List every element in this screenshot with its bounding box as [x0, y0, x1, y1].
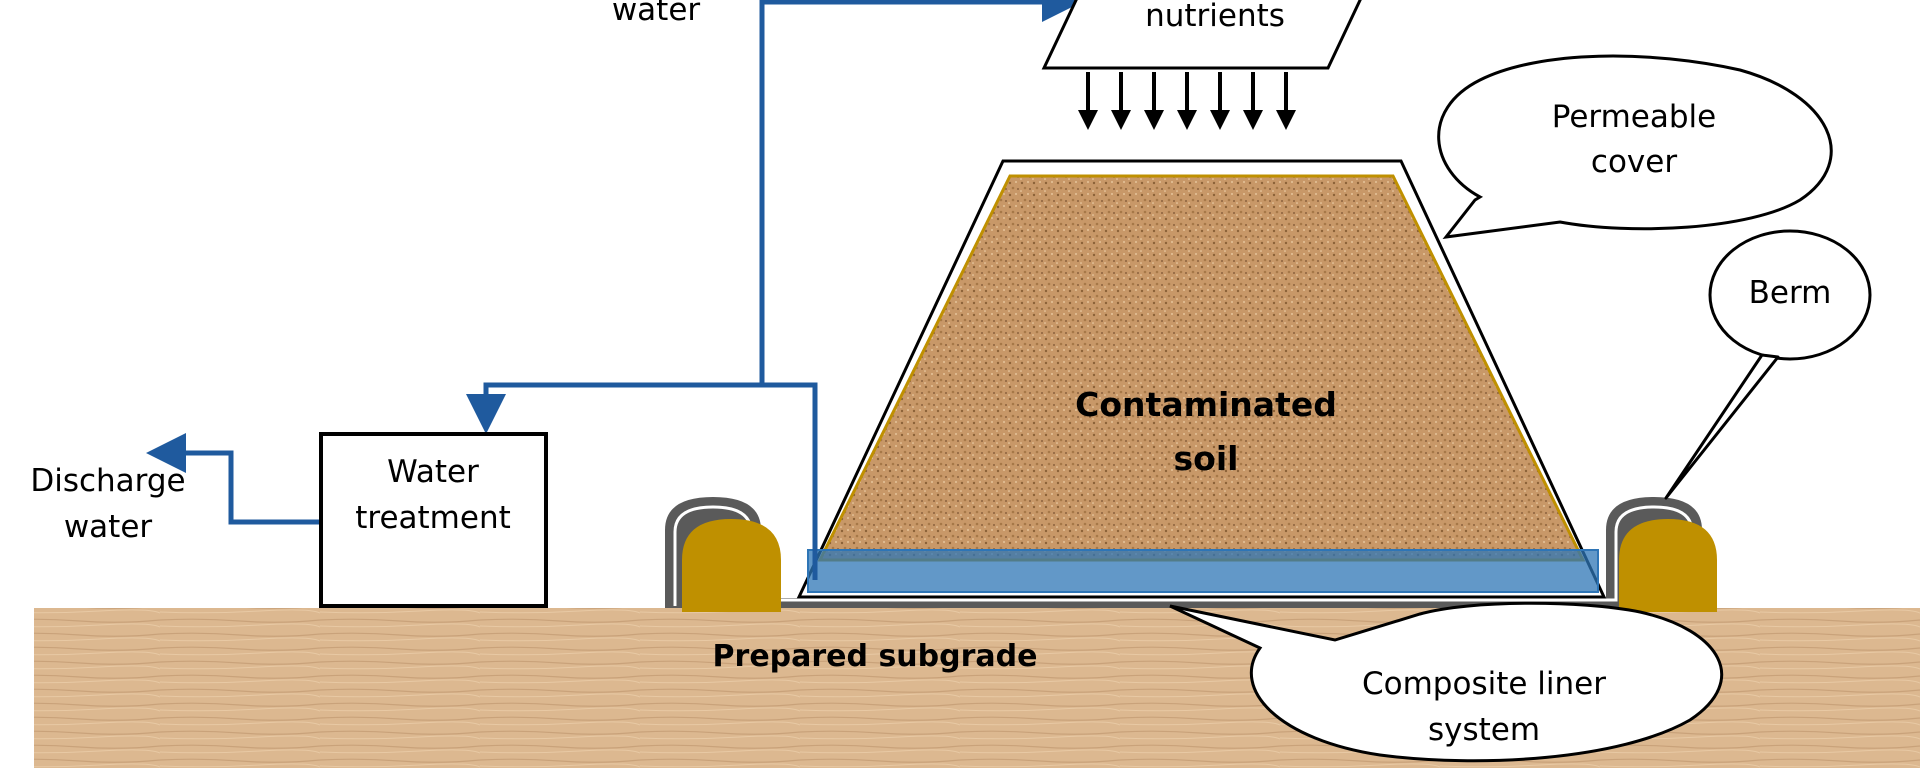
berm-callout [1708, 229, 1872, 361]
nutrient-arrows [1078, 72, 1296, 130]
leachate-layer [807, 549, 1599, 593]
composite-liner-label-line2: system [1428, 712, 1540, 748]
water-treatment-box [319, 432, 548, 608]
liner-inner-line [673, 505, 1694, 606]
composite-liner-callout [1169, 601, 1723, 763]
permeable-cover-label-line2: cover [1591, 144, 1677, 180]
berm-callout-tail [1664, 353, 1780, 500]
nutrients-box [1041, 0, 1362, 70]
contaminated-soil-label-line2: soil [1174, 439, 1239, 478]
water-label-top: water [612, 0, 701, 28]
berm-callout-tail-cover [1762, 348, 1778, 355]
composite-liner-label-line1: Composite liner [1362, 666, 1606, 702]
water-treatment-label-line1: Water [387, 454, 479, 490]
treatment-feed-pipe [466, 382, 762, 434]
berm-right [1619, 519, 1717, 612]
contaminated-soil-label-line1: Contaminated [1075, 385, 1337, 424]
discharge-water-label-line1: Discharge [30, 463, 185, 499]
permeable-cover-callout [1437, 54, 1833, 239]
berm-label: Berm [1749, 275, 1832, 311]
discharge-pipe [146, 433, 320, 525]
berm-left [682, 519, 781, 612]
recirculation-pipe [759, 0, 818, 580]
discharge-water-label-line2: water [64, 509, 153, 545]
permeable-cover-label-line1: Permeable [1552, 99, 1717, 135]
prepared-subgrade-label: Prepared subgrade [713, 639, 1038, 674]
water-treatment-label-line2: treatment [355, 500, 511, 536]
nutrients-label: nutrients [1145, 0, 1285, 34]
